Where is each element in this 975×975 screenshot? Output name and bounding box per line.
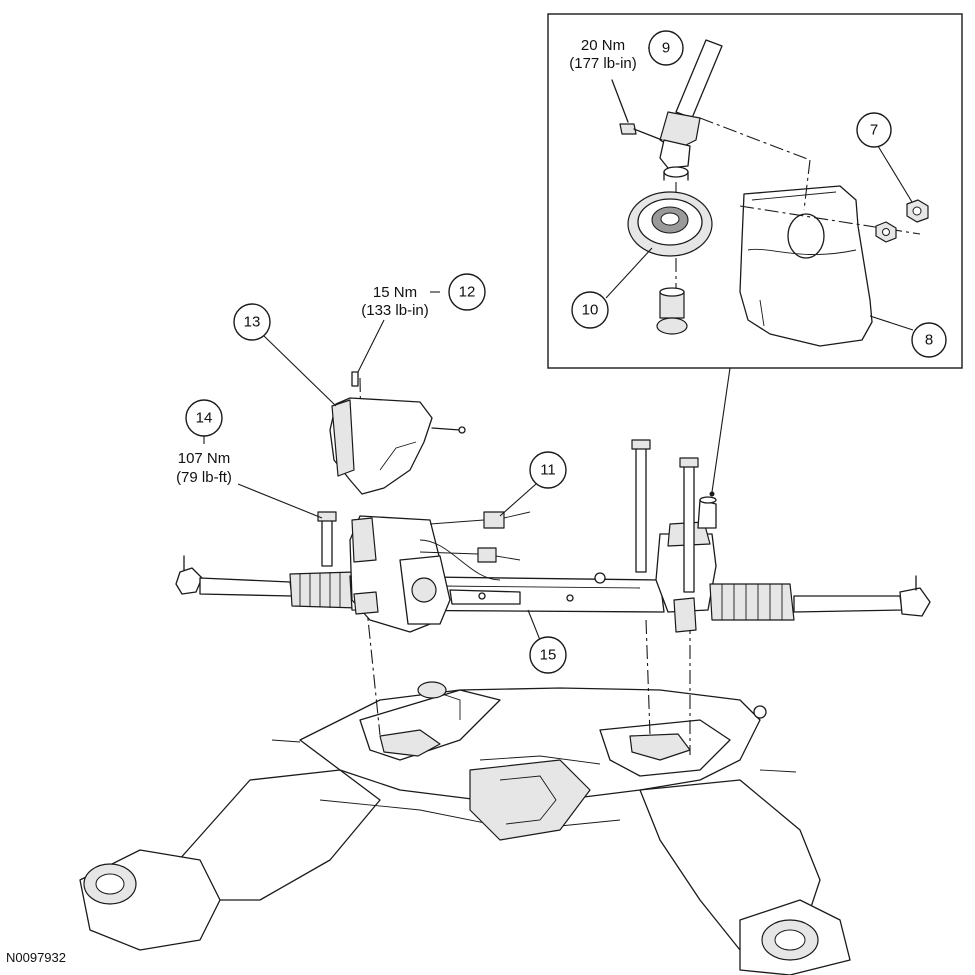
torque-spec-12: 15 Nm (133 lb-in) <box>361 284 429 319</box>
callout-14: 14 <box>185 399 223 437</box>
callout-11: 11 <box>529 451 567 489</box>
torque-9-imperial: (177 lb-in) <box>569 55 637 72</box>
steering-gear <box>175 496 931 633</box>
callout-7-label: 7 <box>870 122 878 139</box>
callout-9-label: 9 <box>662 40 670 57</box>
dash-boot <box>699 117 921 347</box>
callout-11-label: 11 <box>540 462 556 479</box>
torque-spec-9: 20 Nm (177 lb-in) <box>569 37 637 72</box>
detail-inset <box>547 13 963 369</box>
pinch-bolt <box>611 79 663 141</box>
nuts <box>875 145 929 243</box>
callout-12: 12 <box>448 273 486 311</box>
callout-10-label: 10 <box>582 302 599 319</box>
callout-8-label: 8 <box>925 332 933 349</box>
torque-9-metric: 20 Nm <box>581 37 625 54</box>
torque-14-imperial: (79 lb-ft) <box>176 469 232 486</box>
steering-column-seal <box>627 191 713 335</box>
callout-12-label: 12 <box>459 284 476 301</box>
subframe <box>79 681 851 975</box>
callout-14-label: 14 <box>196 410 213 427</box>
callout-7: 7 <box>856 112 892 148</box>
torque-12-imperial: (133 lb-in) <box>361 302 429 319</box>
callout-13: 13 <box>233 303 271 341</box>
intermediate-shaft <box>659 39 723 196</box>
figure-id: N0097932 <box>6 950 66 965</box>
callout-8: 8 <box>911 322 947 358</box>
torque-14-metric: 107 Nm <box>178 450 231 467</box>
torque-spec-14: 107 Nm (79 lb-ft) <box>176 450 232 486</box>
callout-15: 15 <box>529 636 567 674</box>
heat-shield <box>329 397 466 495</box>
callout-10: 10 <box>571 291 609 329</box>
torque-12-metric: 15 Nm <box>373 284 417 301</box>
callout-15-label: 15 <box>540 647 557 664</box>
callout-9: 9 <box>648 30 684 66</box>
electrical-connectors <box>419 511 531 581</box>
callout-13-label: 13 <box>244 314 261 331</box>
